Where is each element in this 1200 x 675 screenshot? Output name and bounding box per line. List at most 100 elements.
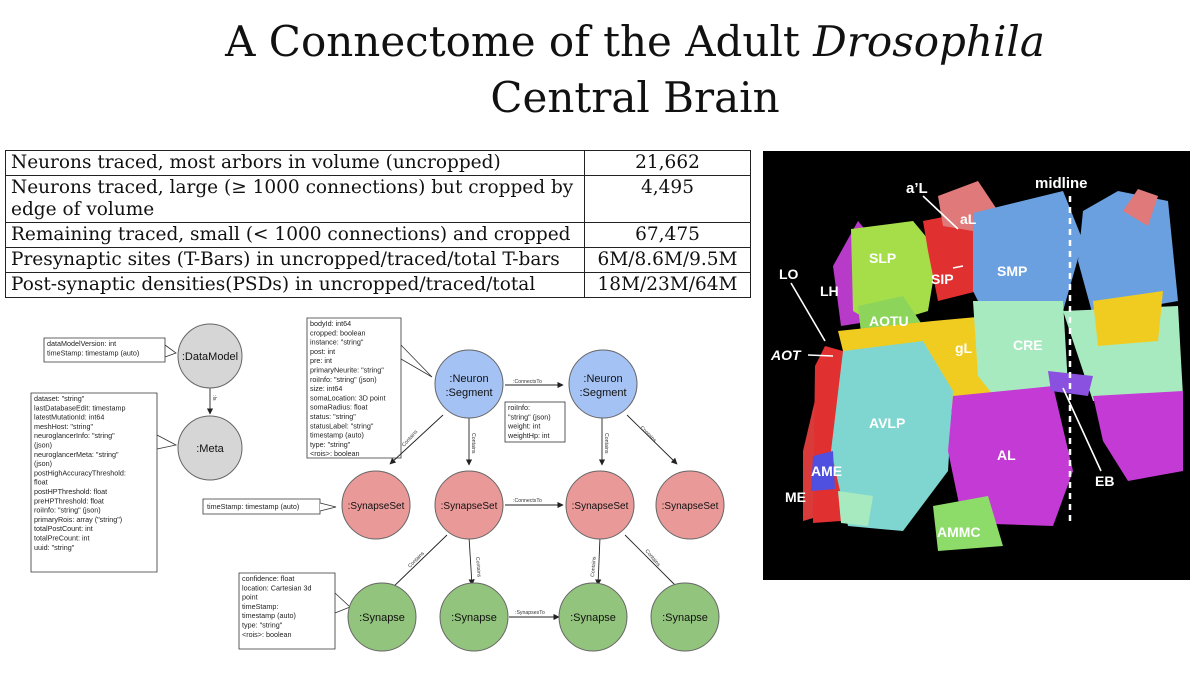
label-al: AL xyxy=(997,447,1016,463)
stats-value: 4,495 xyxy=(584,175,751,223)
callout-line: somaRadius: float xyxy=(310,403,368,412)
neuron-label-1a: :Neuron xyxy=(449,373,488,385)
edge-contains-8 xyxy=(624,534,681,591)
callout-line: primaryRois: array ("string") xyxy=(34,515,122,524)
neuron-label-2a: :Neuron xyxy=(583,373,622,385)
meta-callout-text: dataset: "string"lastDatabaseEdit: times… xyxy=(34,394,126,552)
callout-line: confidence: float xyxy=(242,574,294,583)
neuron-callout xyxy=(306,317,433,459)
edge-label-synapses-to: :SynapsesTo xyxy=(515,610,545,616)
callout-line: type: "string" xyxy=(242,621,283,630)
synapseset-label-0: :SynapseSet xyxy=(348,501,405,512)
datamodel-label: :DataModel xyxy=(182,351,238,363)
callout-line: "string" (json) xyxy=(508,412,551,421)
synapseset-label-3: :SynapseSet xyxy=(662,501,719,512)
callout-line: meshHost: "string" xyxy=(34,422,93,431)
region-ame xyxy=(811,451,835,491)
callout-line: timeStamp: xyxy=(242,602,278,611)
callout-line: (json) xyxy=(34,441,52,450)
stats-label: Neurons traced, most arbors in volume (u… xyxy=(5,150,585,176)
callout-line: status: "string" xyxy=(310,412,356,421)
label-aot: AOT xyxy=(770,347,802,363)
callout-line: roiInfo: "string" (json) xyxy=(34,506,101,515)
edge-contains-6 xyxy=(468,536,475,586)
sip-pointer xyxy=(952,265,964,269)
synapse-label-3: :Synapse xyxy=(570,612,616,624)
edge-label-connects-2: :ConnectsTo xyxy=(513,498,542,504)
label-aL: aL xyxy=(960,211,977,227)
callout-line: roiInfo: xyxy=(508,403,530,412)
label-aotu: AOTU xyxy=(869,313,909,329)
synset-callout-text: timeStamp: timestamp (auto) xyxy=(207,502,299,511)
stats-value: 21,662 xyxy=(584,150,751,176)
region-bottom-mint xyxy=(838,491,873,526)
label-ammc: AMMC xyxy=(937,524,981,540)
callout-line: weightHp: int xyxy=(507,431,550,440)
region-right-hemi xyxy=(1078,191,1178,316)
label-lh: LH xyxy=(820,283,839,299)
connects-callout xyxy=(504,401,566,443)
callout-line: pre: int xyxy=(310,356,332,365)
datamodel-node xyxy=(177,323,243,389)
label-lo: LO xyxy=(779,266,799,282)
region-ammc xyxy=(933,496,1003,551)
edge-label-contains-2: Contains xyxy=(470,433,476,454)
callout-line: neuroglancerInfo: "string" xyxy=(34,431,115,440)
callout-line: preHPThreshold: float xyxy=(34,496,104,505)
region-smp xyxy=(973,191,1083,321)
edge-contains-5 xyxy=(389,534,448,591)
region-sip xyxy=(923,211,978,301)
edge-label-contains-3: Contains xyxy=(603,433,609,454)
stats-label: Remaining traced, small (< 1000 connecti… xyxy=(5,222,585,248)
label-me: ME xyxy=(785,489,806,505)
neuron-label-1b: :Segment xyxy=(445,387,492,399)
synapseset-label-2: :SynapseSet xyxy=(572,501,629,512)
callout-line: lastDatabaseEdit: timestamp xyxy=(34,403,125,412)
region-slp xyxy=(851,221,938,326)
stats-value: 6M/8.6M/9.5M xyxy=(584,247,751,273)
meta-callout xyxy=(30,392,178,573)
label-cre: CRE xyxy=(1013,337,1043,353)
label-slp: SLP xyxy=(869,250,896,266)
stats-label: Presynaptic sites (T-Bars) in uncropped/… xyxy=(5,247,585,273)
stats-row: Neurons traced, most arbors in volume (u… xyxy=(5,150,751,176)
aot-pointer xyxy=(807,354,834,357)
synset-callout xyxy=(202,498,321,515)
callout-line: totalPreCount: int xyxy=(34,534,90,543)
synapseset-node-3 xyxy=(655,470,725,540)
neuron-node-2 xyxy=(568,349,638,419)
datamodel-callout xyxy=(43,337,177,363)
callout-line: weight: int xyxy=(507,422,540,431)
label-aprimeL: a’L xyxy=(906,180,928,197)
callout-line: postHighAccuracyThreshold: xyxy=(34,468,126,477)
region-right-top xyxy=(1123,189,1158,226)
eb-pointer xyxy=(1062,387,1102,472)
stats-row: Post-synaptic densities(PSDs) in uncropp… xyxy=(5,272,751,298)
stats-value: 67,475 xyxy=(584,222,751,248)
stats-row: Remaining traced, small (< 1000 connecti… xyxy=(5,222,751,248)
callout-line: totalPostCount: int xyxy=(34,524,93,533)
meta-label: :Meta xyxy=(196,443,224,455)
stats-table: Neurons traced, most arbors in volume (u… xyxy=(5,150,751,298)
callout-line: size: int64 xyxy=(310,384,342,393)
label-avlp: AVLP xyxy=(869,415,905,431)
label-midline: midline xyxy=(1035,175,1088,192)
synapseset-node-2 xyxy=(565,470,635,540)
callout-line: neuroglancerMeta: "string" xyxy=(34,450,119,459)
lo-pointer xyxy=(790,282,826,342)
aprimeL-pointer xyxy=(922,195,959,230)
stats-label: Post-synaptic densities(PSDs) in uncropp… xyxy=(5,272,585,298)
region-right-magenta xyxy=(1093,391,1183,481)
label-eb: EB xyxy=(1095,473,1114,489)
callout-line: post: int xyxy=(310,347,335,356)
callout-line: <rois>: boolean xyxy=(242,630,292,639)
callout-line: somaLocation: 3D point xyxy=(310,393,386,402)
stats-value: 18M/23M/64M xyxy=(584,272,751,298)
synapse-label-2: :Synapse xyxy=(451,612,497,624)
edge-label-contains-6: Contains xyxy=(474,557,482,578)
callout-line: postHPThreshold: float xyxy=(34,487,107,496)
edge-contains-7 xyxy=(595,536,602,586)
